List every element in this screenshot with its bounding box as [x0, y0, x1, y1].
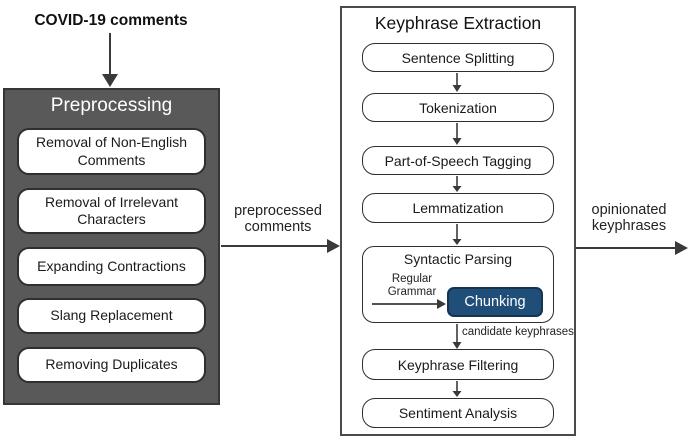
candidate-keyphrases-label: candidate keyphrases: [462, 326, 574, 338]
step-keyphrase-filtering: Keyphrase Filtering: [362, 349, 554, 380]
step-expanding-contractions: Expanding Contractions: [17, 247, 206, 286]
opinionated-keyphrases-label: opinionated keyphrases: [591, 202, 667, 234]
arrow-opinionated-keyphrases: [576, 241, 688, 255]
preprocessing-panel: Preprocessing Removal of Non-English Com…: [3, 88, 220, 405]
arrow-input-to-preprocessing: [102, 33, 118, 87]
step-removing-duplicates: Removing Duplicates: [17, 347, 206, 383]
step-removal-irrelevant-characters: Removal of Irrelevant Characters: [17, 188, 206, 234]
step-removal-non-english: Removal of Non-English Comments: [17, 128, 206, 175]
step-pos-tagging: Part-of-Speech Tagging: [362, 146, 554, 175]
chunking-step: Chunking: [447, 287, 543, 317]
step-tokenization: Tokenization: [362, 93, 554, 122]
preprocessing-title: Preprocessing: [50, 95, 173, 116]
step-sentence-splitting: Sentence Splitting: [362, 43, 554, 72]
syntactic-parsing-group: Syntactic Parsing Regular Grammar Chunki…: [362, 246, 554, 323]
keyphrase-extraction-title: Keyphrase Extraction: [374, 13, 542, 33]
input-source-label: COVID-19 comments: [34, 12, 188, 29]
preprocessed-comments-label: preprocessed comments: [234, 203, 322, 235]
step-slang-replacement: Slang Replacement: [17, 298, 206, 334]
arrow-preprocessed-comments: [221, 239, 340, 253]
syntactic-parsing-title: Syntactic Parsing: [403, 251, 513, 267]
step-sentiment-analysis: Sentiment Analysis: [362, 398, 554, 428]
regular-grammar-label: Regular Grammar: [387, 273, 437, 298]
step-lemmatization: Lemmatization: [362, 193, 554, 223]
keyphrase-extraction-panel: Keyphrase Extraction Sentence Splitting …: [340, 6, 576, 436]
